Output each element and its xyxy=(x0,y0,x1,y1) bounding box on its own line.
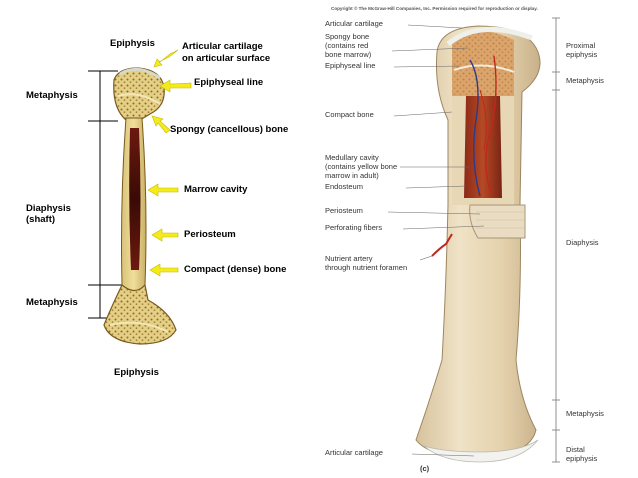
metaphysis-bottom-region-label: Metaphysis xyxy=(566,409,604,418)
spongy-bone-label-line2: (contains red xyxy=(325,41,369,50)
spongy-bone-label-line1: Spongy bone xyxy=(325,32,370,41)
spongy-bone-label-line3: bone marrow) xyxy=(325,50,372,59)
left-bone xyxy=(88,49,192,345)
articular-cartilage-bottom-label: Articular cartilage xyxy=(325,448,383,457)
panel-letter: (c) xyxy=(420,464,430,473)
distal-epiphysis-label-line1: Distal xyxy=(566,445,585,454)
periosteum-label-right: Periosteum xyxy=(325,206,363,215)
proximal-epiphysis-label-line1: Proximal xyxy=(566,41,596,50)
compact-bone-label-right: Compact bone xyxy=(325,110,374,119)
nutrient-artery-label-line2: through nutrient foramen xyxy=(325,263,408,272)
epiphysis-top-label: Epiphysis xyxy=(110,38,155,49)
compact-bone-label: Compact (dense) bone xyxy=(184,264,287,275)
nutrient-artery-label-line1: Nutrient artery xyxy=(325,254,373,263)
diaphysis-region-label: Diaphysis xyxy=(566,238,599,247)
articular-cartilage-label-line1: Articular cartilage xyxy=(182,41,263,52)
epiphyseal-line-label-right: Epiphyseal line xyxy=(325,61,376,70)
medullary-cavity-label-line3: marrow in adult) xyxy=(325,171,379,180)
diaphysis-label-line1: Diaphysis xyxy=(26,203,71,214)
perforating-fibers-label: Perforating fibers xyxy=(325,223,383,232)
medullary-cavity-label-line2: (contains yellow bone xyxy=(325,162,398,171)
medullary-cavity-label-line1: Medullary cavity xyxy=(325,153,379,162)
metaphysis-top-region-label: Metaphysis xyxy=(566,76,604,85)
copyright-notice: Copyright © The McGraw-Hill Companies, I… xyxy=(331,6,538,11)
articular-cartilage-top-label: Articular cartilage xyxy=(325,19,383,28)
periosteum-label: Periosteum xyxy=(184,229,236,240)
diaphysis-label-line2: (shaft) xyxy=(26,214,56,225)
epiphyseal-line-label: Epiphyseal line xyxy=(194,77,264,88)
distal-epiphysis-label-line2: epiphysis xyxy=(566,454,598,463)
spongy-bone-label: Spongy (cancellous) bone xyxy=(170,124,289,135)
epiphysis-bottom-label: Epiphysis xyxy=(114,367,159,378)
endosteum-label: Endosteum xyxy=(325,182,363,191)
metaphysis-top-label: Metaphysis xyxy=(26,90,78,101)
marrow-cavity-label: Marrow cavity xyxy=(184,184,248,195)
articular-cartilage-label-line2: on articular surface xyxy=(182,53,271,64)
right-bone xyxy=(387,17,560,463)
metaphysis-bottom-label: Metaphysis xyxy=(26,297,78,308)
proximal-epiphysis-label-line2: epiphysis xyxy=(566,50,598,59)
